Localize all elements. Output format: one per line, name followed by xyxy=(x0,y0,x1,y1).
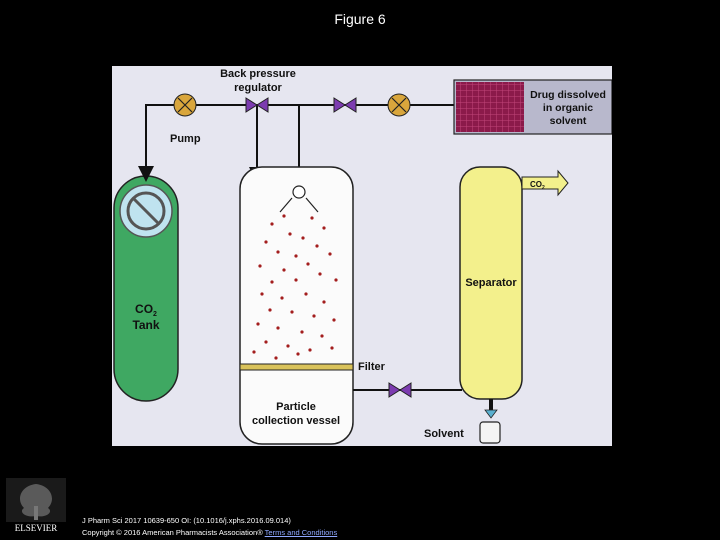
co2-outlet-arrow-icon xyxy=(521,169,569,197)
precipitated-particles xyxy=(252,214,338,360)
drug-label-line3: solvent xyxy=(550,115,587,127)
terms-link[interactable]: Terms and Conditions xyxy=(264,528,338,537)
co2-outlet-label: CO2 xyxy=(530,180,545,191)
solvent-label: Solvent xyxy=(424,428,464,440)
copyright-line: Copyright © 2016 American Pharmacists As… xyxy=(82,527,337,539)
back-pressure-label: Back pressure xyxy=(220,68,296,80)
back-pressure-valve-icon xyxy=(245,97,269,113)
drug-line-valve-icon xyxy=(333,97,357,113)
citation-block: J Pharm Sci 2017 10639-650 OI: (10.1016/… xyxy=(82,515,337,539)
drug-label: Drug dissolved xyxy=(530,89,606,101)
copyright-text: Copyright © 2016 American Pharmacists As… xyxy=(82,528,265,537)
back-pressure-label-line2: regulator xyxy=(234,82,282,94)
outlet-valve-icon xyxy=(388,382,412,398)
separator-label: Separator xyxy=(465,277,517,289)
drug-label-line2: in organic xyxy=(543,102,593,114)
publisher-name: ELSEVIER xyxy=(15,523,58,533)
solvent-collector xyxy=(479,421,501,444)
tank-label: CO2 xyxy=(135,302,157,318)
filter-label: Filter xyxy=(358,361,386,373)
filter xyxy=(239,363,354,371)
vessel-label-line2: collection vessel xyxy=(252,415,340,427)
slide-title: Figure 6 xyxy=(334,11,386,27)
diagram-canvas: CO2 Tank Pump Back pressure regulator Dr… xyxy=(113,68,612,445)
pump-label: Pump xyxy=(170,133,201,145)
vessel-label: Particle xyxy=(276,401,316,413)
publisher-logo: ELSEVIER xyxy=(6,478,66,534)
particle-collection-vessel xyxy=(239,166,354,445)
sas-process-diagram: CO2 Tank Pump Back pressure regulator Dr… xyxy=(112,66,612,446)
nozzle-icon xyxy=(292,185,306,199)
citation-line: J Pharm Sci 2017 10639-650 OI: (10.1016/… xyxy=(82,516,291,525)
tank-label-line2: Tank xyxy=(132,318,159,332)
